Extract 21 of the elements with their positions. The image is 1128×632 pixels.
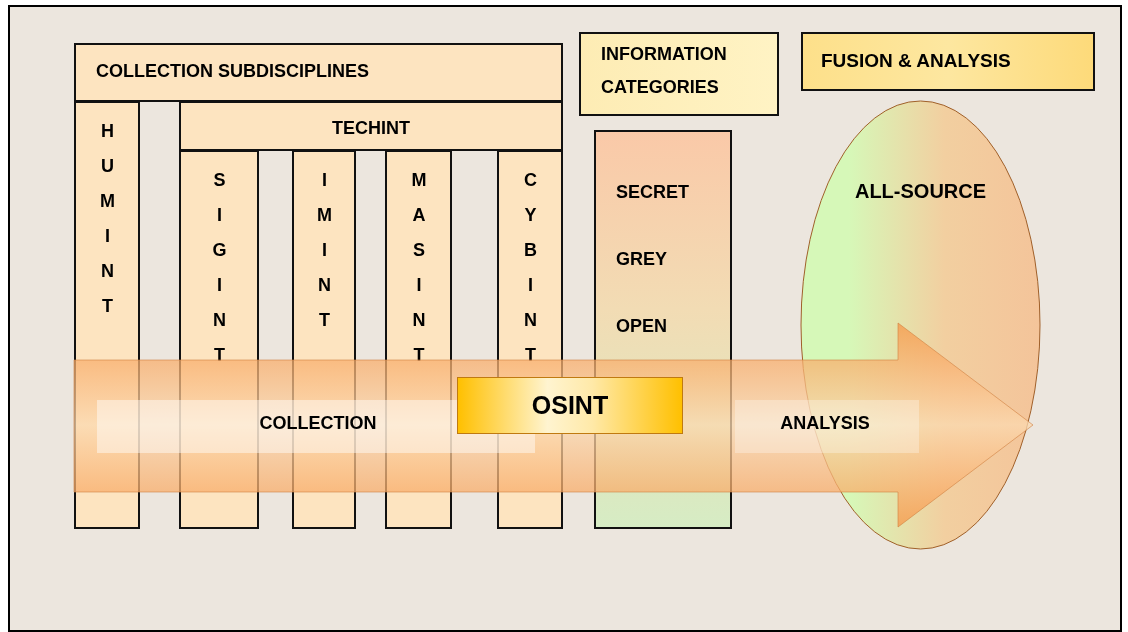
- label-text: TECHINT: [332, 118, 410, 139]
- label-text: ALL-SOURCE: [854, 180, 987, 203]
- label-text: OSINT: [531, 391, 609, 420]
- label-text: IMINT: [313, 170, 335, 345]
- label-text: SIGINT: [208, 170, 230, 380]
- label-text: INFORMATION CATEGORIES: [601, 43, 728, 99]
- stage-label: ANALYSIS: [780, 413, 870, 434]
- label-text: COLLECTION SUBDISCIPLINES: [96, 61, 369, 82]
- label-text: HUMINT: [96, 121, 118, 331]
- label-text: CYBINT: [519, 170, 541, 380]
- label-text: GREY: [616, 249, 667, 270]
- label-text: FUSION & ANALYSIS: [821, 50, 1011, 72]
- stage-label: COLLECTION: [259, 413, 377, 434]
- header-box: [579, 32, 779, 116]
- header-box: [179, 101, 563, 151]
- label-text: MASINT: [408, 170, 429, 380]
- highlight-box: [457, 377, 683, 434]
- label-text: OPEN: [616, 316, 667, 337]
- label-text: SECRET: [616, 182, 689, 203]
- header-box: [801, 32, 1095, 91]
- header-box: [74, 43, 563, 102]
